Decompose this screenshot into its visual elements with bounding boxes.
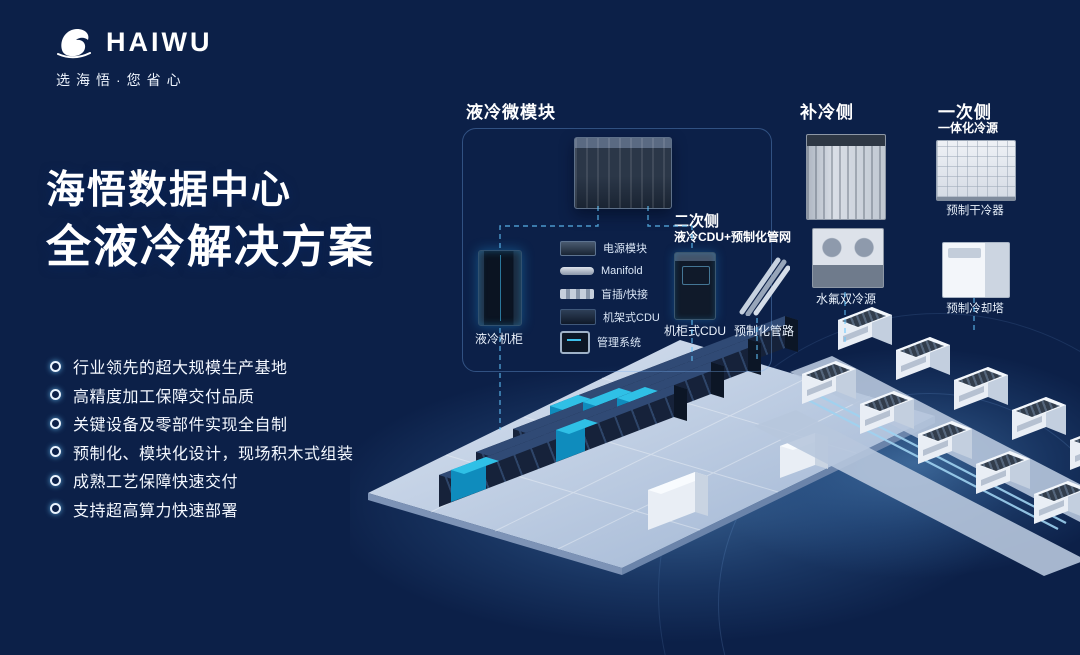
bullet-icon <box>50 474 61 486</box>
prefab-dry-cooler-image <box>936 140 1016 201</box>
feature-text: 高精度加工保障交付品质 <box>73 388 255 406</box>
bullet-icon <box>50 446 61 458</box>
micro-module-parts-list: 电源模块 Manifold 盲插/快接 机架式CDU 管理系统 <box>560 240 690 359</box>
feature-item: 关键设备及零部件实现全自制 <box>50 409 354 438</box>
part-label: 电源模块 <box>603 243 647 255</box>
swan-icon <box>57 29 91 59</box>
feature-text: 成熟工艺保障快速交付 <box>73 474 239 492</box>
prefab-dry-cooler-label: 预制干冷器 <box>946 205 1004 217</box>
management-system-icon <box>560 330 590 354</box>
bullet-icon <box>50 503 61 515</box>
feature-text: 预制化、模块化设计，现场积木式组装 <box>73 445 354 463</box>
quick-connector-icon <box>560 289 594 299</box>
feature-text: 关键设备及零部件实现全自制 <box>73 417 288 435</box>
bullet-icon <box>50 360 61 372</box>
section-subtitle-secondary-side: 液冷CDU+预制化管网 <box>674 230 792 244</box>
rack-cdu-icon <box>560 309 596 325</box>
section-title-supplementary-side: 补冷侧 <box>800 103 854 122</box>
prefab-cooling-tower-image <box>942 242 1010 298</box>
brand-name: HAIWU <box>106 26 213 57</box>
feature-item: 预制化、模块化设计，现场积木式组装 <box>50 438 354 467</box>
micro-module-container-image <box>574 137 672 209</box>
cabinet-cdu-image <box>674 252 716 320</box>
headline-line2: 全液冷解决方案 <box>46 221 376 273</box>
water-fluorine-dual-source-label: 水氟双冷源 <box>815 292 876 306</box>
section-title-micro-module: 液冷微模块 <box>466 103 556 122</box>
feature-item: 支持超高算力快速部署 <box>50 495 354 524</box>
cooling-unit <box>838 307 892 350</box>
feature-item: 高精度加工保障交付品质 <box>50 381 354 410</box>
manifold-icon <box>560 267 594 275</box>
section-subtitle-primary-side: 一体化冷源 <box>938 121 999 135</box>
part-row: Manifold <box>560 263 690 279</box>
brand-tagline: 选海悟·您省心 <box>56 72 187 88</box>
liquid-cooling-cabinet-image <box>478 250 522 326</box>
feature-text: 行业领先的超大规模生产基地 <box>73 360 288 378</box>
feature-item: 成熟工艺保障快速交付 <box>50 466 354 495</box>
part-row: 电源模块 <box>560 240 690 256</box>
pipes-icon <box>739 257 791 317</box>
headline-line1: 海悟数据中心 <box>46 169 293 212</box>
power-module-icon <box>560 240 596 256</box>
liquid-cooling-cabinet-label: 液冷机柜 <box>474 332 523 346</box>
part-label: 管理系统 <box>597 337 641 349</box>
cooling-strip-platform <box>754 410 1080 576</box>
water-fluorine-dual-source-image <box>812 228 884 288</box>
section-title-primary-side: 一次侧 <box>938 103 992 122</box>
feature-text: 支持超高算力快速部署 <box>73 502 239 520</box>
part-row: 盲插/快接 <box>560 286 690 302</box>
headline: 海悟数据中心 全液冷解决方案 <box>46 168 375 273</box>
bullet-icon <box>50 417 61 429</box>
air-handling-unit-image <box>806 134 886 220</box>
prefab-cooling-tower-label: 预制冷却塔 <box>946 303 1004 315</box>
brand-logo: HAIWU <box>52 24 212 60</box>
cabinet-cdu-label: 机柜式CDU <box>664 324 726 338</box>
feature-item: 行业领先的超大规模生产基地 <box>50 352 354 381</box>
part-label: Manifold <box>601 265 643 277</box>
bullet-icon <box>50 389 61 401</box>
feature-list: 行业领先的超大规模生产基地 高精度加工保障交付品质 关键设备及零部件实现全自制 … <box>50 352 354 523</box>
utility-unit <box>648 472 708 530</box>
part-label: 机架式CDU <box>603 312 660 324</box>
prefab-pipeline-image <box>734 250 791 317</box>
prefab-pipeline-label: 预制化管路 <box>733 324 794 338</box>
part-label: 盲插/快接 <box>601 289 649 301</box>
